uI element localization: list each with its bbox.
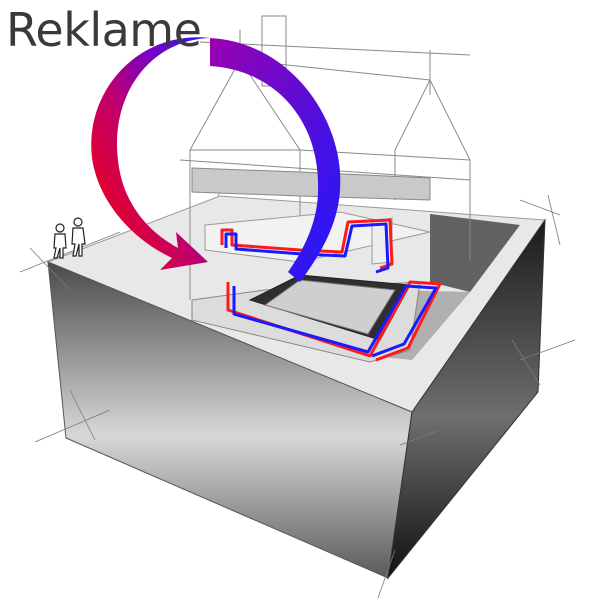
hot-pipe-lower xyxy=(226,280,442,362)
cold-pipe-upper xyxy=(224,222,390,274)
hot-pipe-upper xyxy=(220,218,394,270)
ground-right-face xyxy=(387,218,546,580)
cold-pipe-lower xyxy=(232,284,438,358)
person-figure-group xyxy=(53,217,86,259)
person-figure-1 xyxy=(53,223,67,259)
heating-pipes xyxy=(220,218,442,362)
reklame-label: Reklame xyxy=(6,3,202,57)
construction-lines xyxy=(19,169,576,599)
basement-block xyxy=(263,279,396,335)
upper-floor-slab xyxy=(191,167,431,201)
person-figure-2 xyxy=(71,217,86,257)
house-shadow xyxy=(430,214,520,292)
heat-pump-arrow-icon xyxy=(91,37,341,282)
